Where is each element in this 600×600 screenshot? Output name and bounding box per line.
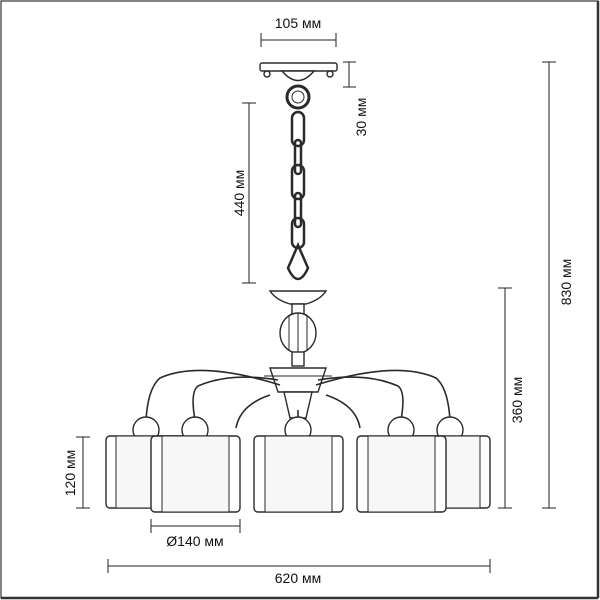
shade-right [356,416,447,513]
arm [145,369,281,421]
hook-ring [285,84,311,110]
total-width-label: 620 мм [275,570,322,586]
dimension-chain-length: 440 мм [231,102,256,284]
lower-stem [291,351,305,367]
arm [317,376,404,421]
arm-curl [325,394,361,429]
total-height-label: 830 мм [558,259,574,306]
canopy-screw-right [326,70,334,78]
dimension-total-height: 830 мм [542,61,574,509]
canopy-width-label: 105 мм [275,15,322,31]
shade-diameter-label: Ø140 мм [166,533,223,549]
arm [315,369,451,421]
chandelier [105,62,491,513]
chain-link [290,110,306,148]
shade-center [253,416,344,513]
body-height-label: 360 мм [509,377,525,424]
top-fitting [268,290,328,305]
canopy-height-label: 30 мм [353,98,369,137]
shade-left [150,416,241,513]
chain-length-label: 440 мм [231,170,247,217]
arm-curl [235,394,271,429]
dimension-body-height: 360 мм [498,287,525,509]
canopy-screw-left [263,70,271,78]
shade-height-label: 120 мм [62,450,78,497]
dimension-shade-height: 120 мм [62,436,90,509]
shade-panel [161,435,230,513]
arms [145,369,451,429]
body-hub [269,367,327,393]
canopy-dome [280,70,316,82]
canopy-plate [259,62,338,72]
chain-hook [286,241,310,281]
chain-link [293,191,303,229]
chain [286,110,310,281]
chain-link [290,163,306,201]
hub-bottom [283,391,313,419]
dimension-canopy-width: 105 мм [260,15,337,47]
shade-panel [264,435,333,513]
shade-panel [367,435,436,513]
dimension-shade-diameter: Ø140 мм [150,519,241,549]
arm [192,376,279,421]
chain-link [293,138,303,176]
hook-ring-inner [291,90,305,104]
ceiling-canopy [259,62,338,82]
dimension-total-width: 620 мм [107,559,491,586]
dimension-canopy-height: 30 мм [343,61,369,137]
